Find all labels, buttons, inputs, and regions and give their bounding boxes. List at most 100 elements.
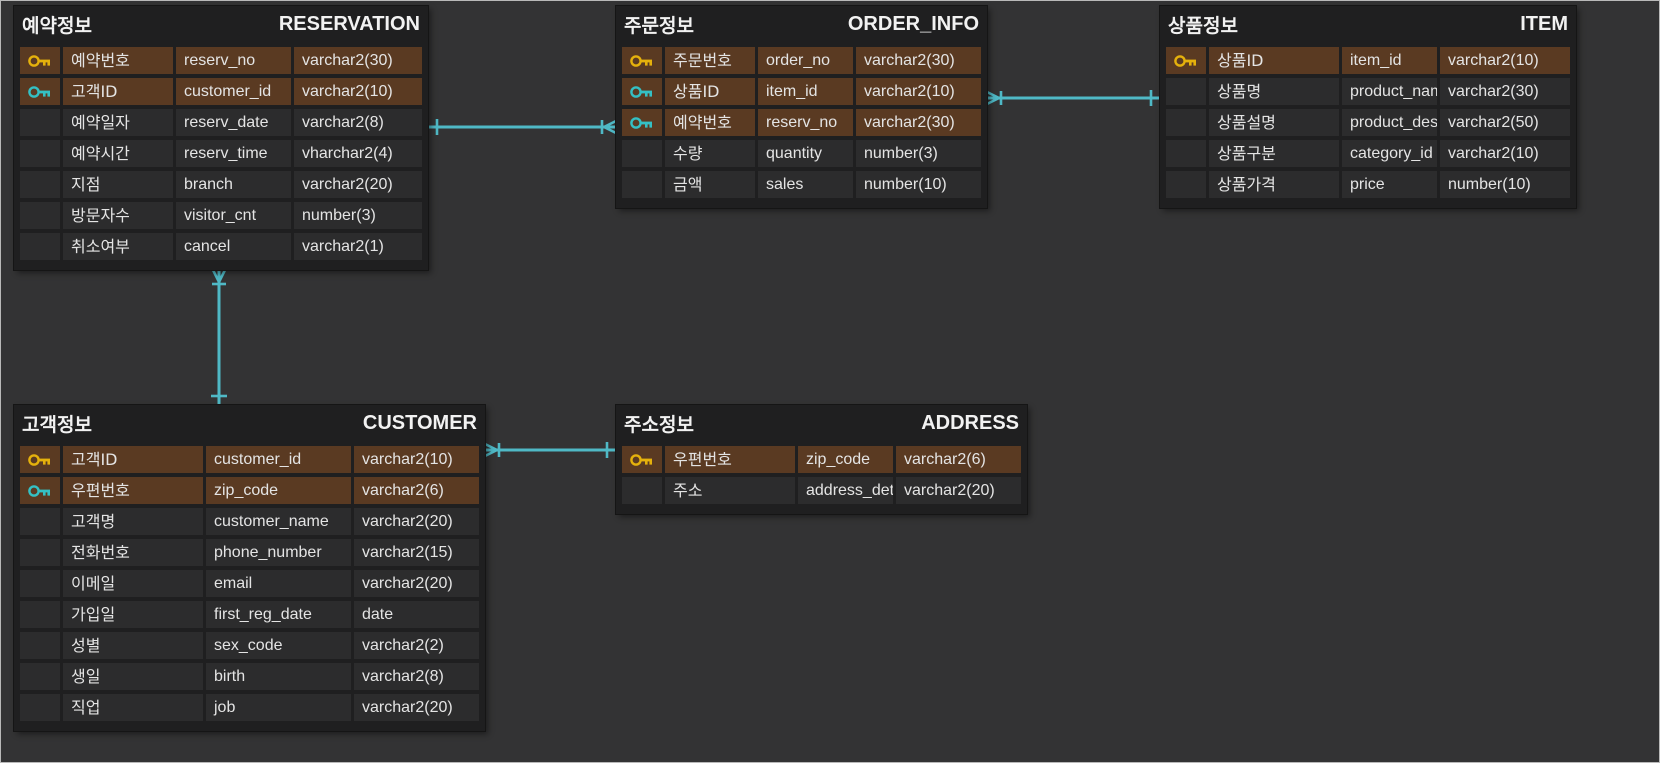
column-data-type: varchar2(10) [1440, 140, 1570, 167]
column-physical-name: first_reg_date [206, 601, 351, 628]
column-physical-name: item_id [1342, 47, 1437, 74]
primary-key-icon [1174, 54, 1196, 67]
key-cell [20, 632, 60, 659]
column-data-type: varchar2(1) [294, 233, 422, 260]
entity-korean-name: 주문정보 [624, 15, 694, 37]
column-logical-name: 고객명 [63, 508, 203, 535]
column-data-type: varchar2(6) [354, 477, 479, 504]
column-physical-name: phone_number [206, 539, 351, 566]
key-cell [20, 477, 60, 504]
key-cell [20, 109, 60, 136]
column-data-type: varchar2(8) [354, 663, 479, 690]
entity-table-name: RESERVATION [278, 13, 420, 35]
key-cell [622, 477, 662, 504]
column-physical-name: item_id [758, 78, 853, 105]
key-cell [1166, 78, 1206, 105]
column-data-type: varchar2(30) [1440, 78, 1570, 105]
column-logical-name: 수량 [665, 140, 755, 167]
foreign-key-icon [630, 85, 652, 98]
column-physical-name: visitor_cnt [176, 202, 291, 229]
entity-korean-name: 상품정보 [1168, 15, 1238, 37]
key-cell [20, 446, 60, 473]
column-physical-name: job [206, 694, 351, 721]
column-data-type: varchar2(10) [1440, 47, 1570, 74]
entity-table-name: ITEM [1520, 13, 1568, 35]
entity-korean-name: 주소정보 [624, 414, 694, 436]
column-logical-name: 지점 [63, 171, 173, 198]
column-physical-name: customer_name [206, 508, 351, 535]
column-data-type: number(10) [1440, 171, 1570, 198]
entity-table-name: ADDRESS [921, 412, 1019, 434]
column-physical-name: address_detail [798, 477, 893, 504]
column-logical-name: 상품구분 [1209, 140, 1339, 167]
entity-table-name: ORDER_INFO [847, 13, 979, 35]
column-physical-name: reserv_no [758, 109, 853, 136]
column-data-type: varchar2(8) [294, 109, 422, 136]
column-logical-name: 직업 [63, 694, 203, 721]
key-cell [1166, 109, 1206, 136]
key-cell [622, 78, 662, 105]
key-cell [622, 109, 662, 136]
column-logical-name: 주문번호 [665, 47, 755, 74]
column-logical-name: 고객ID [63, 78, 173, 105]
primary-key-icon [630, 453, 652, 466]
column-logical-name: 가입일 [63, 601, 203, 628]
key-cell [20, 140, 60, 167]
crows-foot-many-marker [484, 442, 501, 458]
column-physical-name: cancel [176, 233, 291, 260]
column-logical-name: 생일 [63, 663, 203, 690]
key-cell [20, 233, 60, 260]
entity-korean-name: 고객정보 [22, 414, 92, 436]
key-cell [622, 446, 662, 473]
key-cell [1166, 140, 1206, 167]
column-physical-name: price [1342, 171, 1437, 198]
entity-table-name: CUSTOMER [362, 412, 477, 434]
column-data-type: vharchar2(4) [294, 140, 422, 167]
column-logical-name: 성별 [63, 632, 203, 659]
key-cell [1166, 47, 1206, 74]
key-cell [20, 78, 60, 105]
column-logical-name: 이메일 [63, 570, 203, 597]
column-physical-name: customer_id [206, 446, 351, 473]
key-cell [1166, 171, 1206, 198]
column-physical-name: reserv_no [176, 47, 291, 74]
column-physical-name: sex_code [206, 632, 351, 659]
column-logical-name: 예약번호 [63, 47, 173, 74]
key-cell [20, 601, 60, 628]
